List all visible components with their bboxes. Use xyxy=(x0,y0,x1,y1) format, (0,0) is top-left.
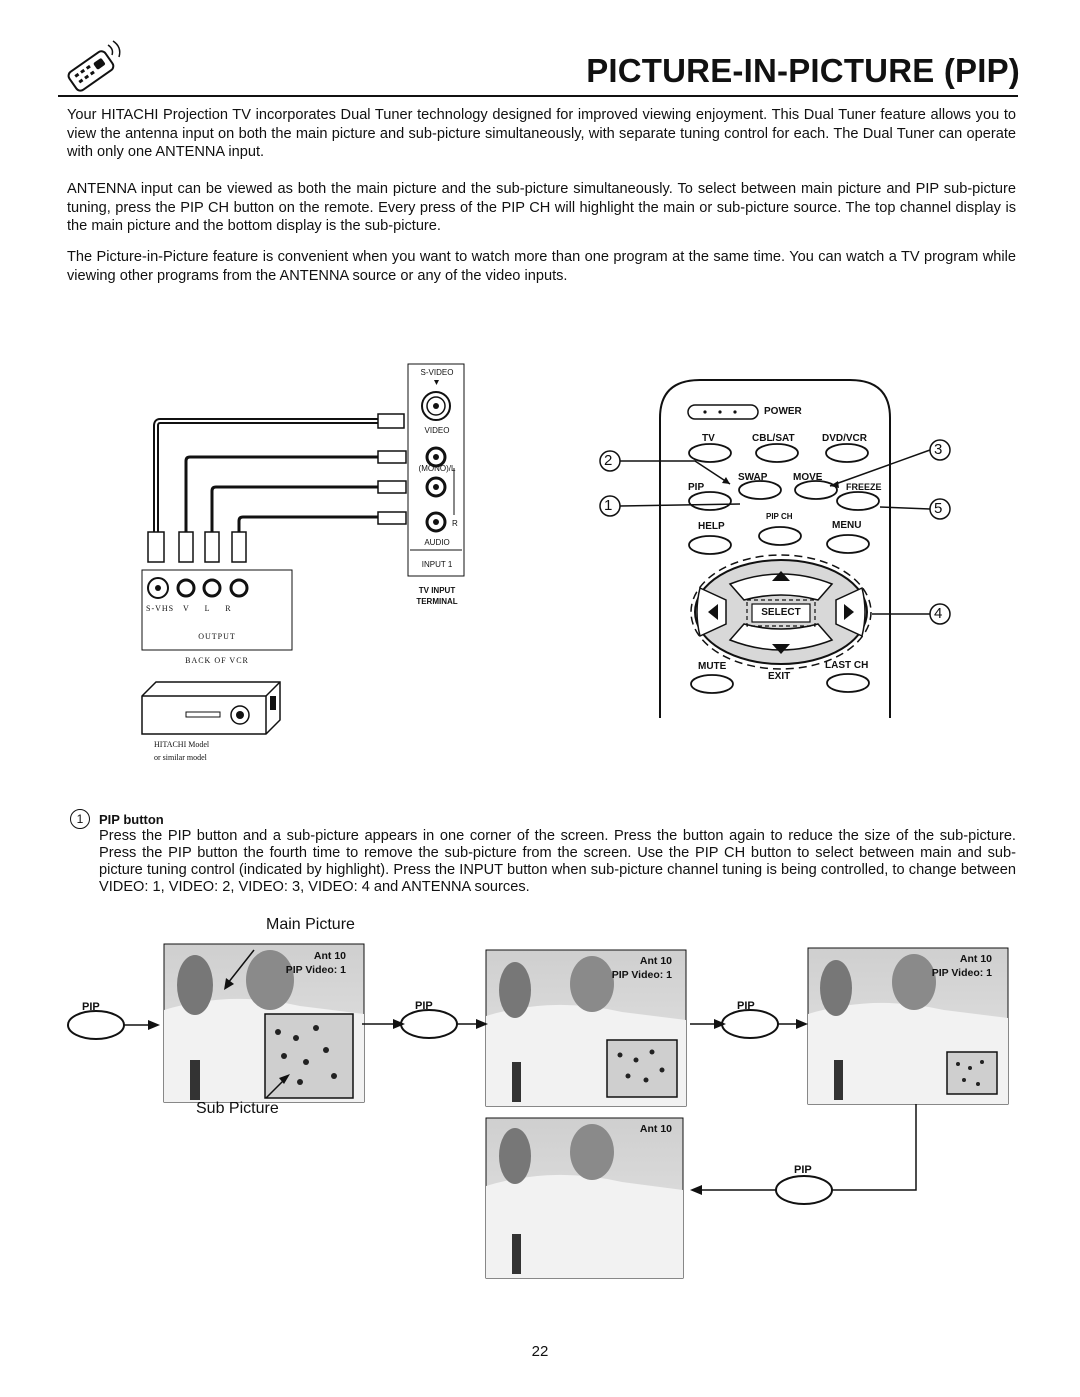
pip-button-3-label: PIP xyxy=(737,1000,755,1012)
select-button[interactable]: SELECT xyxy=(761,607,801,618)
vcr-jack-labels: S-VHS V L R xyxy=(146,604,232,613)
remote-control-icon xyxy=(58,35,126,95)
callout-3: 3 xyxy=(934,441,943,458)
audio-label: AUDIO xyxy=(424,538,450,547)
remote-diagram: 2 1 3 5 4 POWER TV CBL/SAT DVD/VCR SWAP … xyxy=(590,378,970,718)
callout-4: 4 xyxy=(934,605,943,622)
tv-label: TV xyxy=(702,433,715,444)
pip-button-1-label: PIP xyxy=(82,1001,100,1013)
screen2-pip-video: PIP Video: 1 xyxy=(611,969,672,981)
pip-sequence-diagram: Main Picture Sub Picture Ant 10 PIP Vide… xyxy=(0,910,1080,1310)
vcr-model-2: or similar model xyxy=(154,753,207,762)
mono-l-label: (MONO)/L xyxy=(418,464,456,473)
mute-label: MUTE xyxy=(698,661,727,672)
exit-label: EXIT xyxy=(768,671,791,682)
screen2-ant: Ant 10 xyxy=(639,955,672,967)
vcr-output-label: OUTPUT xyxy=(198,632,236,641)
pip-label: PIP xyxy=(688,482,705,493)
screen4-ant: Ant 10 xyxy=(639,1123,672,1135)
freeze-label: FREEZE xyxy=(846,482,882,492)
svideo-label: S-VIDEO xyxy=(420,368,454,377)
video-label: VIDEO xyxy=(424,426,450,435)
connection-diagram: S-VIDEO VIDEO (MONO)/L R AUDIO INPUT 1 T… xyxy=(140,360,480,770)
title-rule xyxy=(58,95,1018,97)
callout-2: 2 xyxy=(604,452,613,469)
intro-paragraph: Your HITACHI Projection TV incorporates … xyxy=(67,107,1016,160)
screen3-pip-video: PIP Video: 1 xyxy=(931,967,992,979)
r-label: R xyxy=(452,519,458,528)
page-number: 22 xyxy=(531,1343,549,1360)
pip-button-2-label: PIP xyxy=(415,1000,433,1012)
page-title: PICTURE-IN-PICTURE (PIP) xyxy=(586,52,1020,89)
pip-ch-label: PIP CH xyxy=(766,512,793,521)
terminal-label-2: TERMINAL xyxy=(416,597,458,606)
main-picture-caption: Main Picture xyxy=(266,916,355,933)
dvd-vcr-label: DVD/VCR xyxy=(822,433,868,444)
help-label: HELP xyxy=(698,521,725,532)
last-ch-label: LAST CH xyxy=(825,660,869,671)
terminal-label-1: TV INPUT xyxy=(418,586,456,595)
sub-picture-caption: Sub Picture xyxy=(196,1100,279,1117)
cbl-sat-label: CBL/SAT xyxy=(752,433,795,444)
power-label: POWER xyxy=(764,406,802,417)
menu-label: MENU xyxy=(832,520,862,531)
callout-5: 5 xyxy=(934,500,943,517)
callout-1: 1 xyxy=(604,497,613,514)
feature-paragraph: The Picture-in-Picture feature is conven… xyxy=(67,249,1016,284)
screen1-ant: Ant 10 xyxy=(313,950,346,962)
vcr-model-1: HITACHI Model xyxy=(154,740,210,749)
section-number: 1 xyxy=(70,809,90,829)
pip-button-4-label: PIP xyxy=(794,1164,812,1176)
screen3-ant: Ant 10 xyxy=(959,953,992,965)
input1-label: INPUT 1 xyxy=(421,560,453,569)
swap-label: SWAP xyxy=(738,472,768,483)
section-body: Press the PIP button and a sub-picture a… xyxy=(99,828,1016,895)
screen1-pip-video: PIP Video: 1 xyxy=(285,964,346,976)
vcr-back-label: BACK OF VCR xyxy=(185,656,249,665)
move-label: MOVE xyxy=(793,472,823,483)
antenna-paragraph: ANTENNA input can be viewed as both the … xyxy=(67,181,1016,234)
section-heading: PIP button xyxy=(99,812,164,827)
